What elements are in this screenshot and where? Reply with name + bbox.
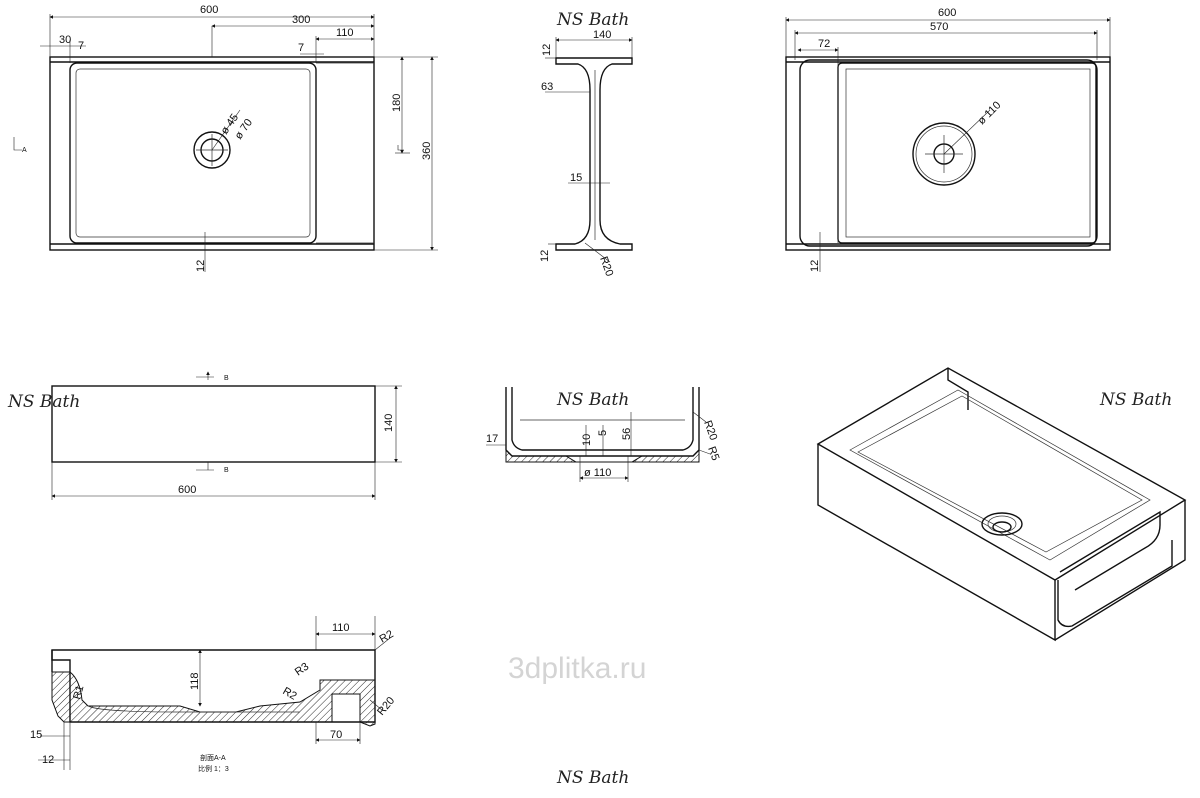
section-a-detail: 110 R2 118 R3 R1 R2 R20 15 12 70 剖面A-A 比… [30,616,397,773]
section-a-dim-radius-left: R1 [71,684,86,701]
section-a-dim-radius-mid: R2 [281,685,299,702]
front-view-section-mark-bottom: B [224,467,229,474]
section-a-dim-radius-edge: R2 [378,628,396,645]
cross-section-b-dim-height: 56 [621,428,633,440]
side-section-dim-radius: R20 [597,255,615,278]
side-section-dim-top: 12 [541,44,553,56]
side-section-profile [555,57,633,251]
underside-dim-wall: 12 [809,260,821,272]
top-view-drain [193,109,241,169]
cross-section-b-hatch [505,448,700,463]
side-section-dim-wall: 15 [570,172,582,184]
cross-section-b-dim-thickness: 10 [581,434,593,446]
top-view-dim-left-ledge: 30 [59,34,71,46]
section-a-caption-line2: 比例 1：3 [198,764,229,773]
top-view: A 600 300 110 30 7 7 360 180 12 ø 45 ø 7… [13,4,438,272]
section-a-dim-radius-inner: R3 [293,661,311,679]
section-a-dim-wall: 12 [42,754,54,766]
cross-section-b-dim-radius-bottom: R5 [705,445,721,462]
underside-dim-ledge: 72 [818,38,830,50]
underside-drain [912,109,991,186]
cross-section-b-dim-radius-top: R20 [701,419,719,442]
underside-dim-drain: ø 110 [976,99,1004,127]
section-a-caption-line1: 剖面A-A [200,753,226,762]
section-a-dim-height: 118 [189,672,201,690]
section-a-dim-ledge: 110 [332,622,350,634]
front-view-dim-width: 600 [178,484,196,496]
section-a-hatch [51,671,376,727]
top-view-dim-width: 600 [200,4,218,16]
brand-logo-3: NS Bath [556,390,629,410]
cross-section-b: NS Bath 17 10 5 56 ø 110 R20 R5 [486,387,721,482]
side-section-view: NS Bath 140 12 63 15 12 R20 [539,10,633,278]
top-view-dim-right-gap: 7 [298,42,304,54]
brand-logo-1: NS Bath [556,10,629,30]
front-view: NS Bath B B 140 600 [7,372,402,500]
top-view-dim-half: 300 [292,14,310,26]
underside-outline [785,56,1111,251]
front-view-dim-height: 140 [383,414,395,432]
watermark: 3dplitka.ru [508,652,646,685]
isometric-view: NS Bath [816,367,1187,642]
top-view-dim-depth: 360 [421,142,433,160]
top-view-dim-right-ledge: 110 [336,27,354,39]
side-section-dim-depth: 140 [593,29,611,41]
top-view-basin [69,62,317,244]
underside-view: 600 570 72 12 ø 110 [785,7,1111,272]
side-section-dim-rim: 63 [541,81,553,93]
top-view-dim-left-gap: 7 [78,40,84,52]
side-section-dim-bottom: 12 [539,250,551,262]
section-a-dim-thickness: 15 [30,729,42,741]
underside-dim-width: 600 [938,7,956,19]
top-view-dim-wall: 12 [195,260,207,272]
brand-logo-5: NS Bath [556,768,629,788]
underside-dim-inner: 570 [930,21,948,33]
top-view-section-mark: A [22,147,27,154]
section-a-dim-radius-right: R20 [375,695,397,718]
brand-logo-4: NS Bath [1099,390,1172,410]
section-a-dim-well: 70 [330,729,342,741]
cross-section-b-dim-step: 5 [597,430,609,436]
front-view-outline [51,385,376,463]
iso-drain [981,512,1023,536]
top-view-dim-half-depth: 180 [391,94,403,112]
cross-section-b-dim-drain: ø 110 [584,467,611,479]
front-view-section-mark-top: B [224,375,229,382]
cross-section-b-dim-wall: 17 [486,433,498,445]
brand-logo-2: NS Bath [7,392,80,412]
